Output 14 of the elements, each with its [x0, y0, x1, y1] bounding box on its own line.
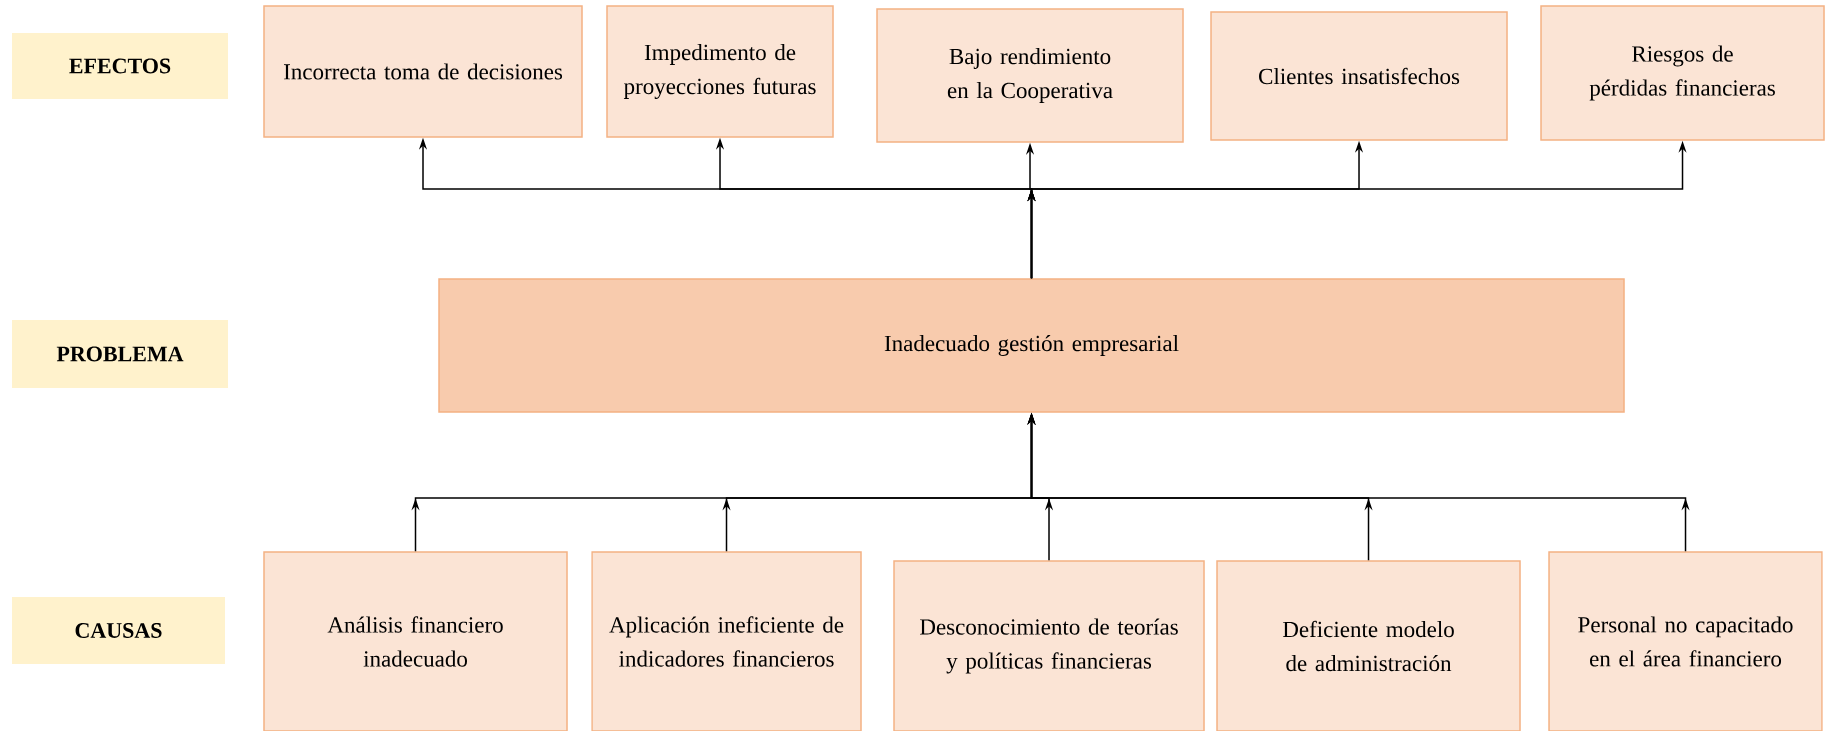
level-label: CAUSAS — [12, 597, 225, 664]
cause-box: Personal no capacitado en el área financiero — [1548, 551, 1823, 731]
cause-box: Desconocimiento de teorías y políticas financieras — [893, 560, 1205, 731]
level-label: EFECTOS — [12, 33, 228, 99]
cause-box: Aplicación ineficiente de indicadores financieros — [591, 551, 862, 731]
effect-box: Riesgos de pérdidas financieras — [1540, 5, 1825, 141]
effect-box: Bajo rendimiento en la Cooperativa — [876, 8, 1184, 143]
effect-box: Impedimento de proyecciones futuras — [606, 5, 834, 138]
cause-box: Deficiente modelo de administración — [1216, 560, 1521, 731]
level-label: PROBLEMA — [12, 320, 228, 388]
effect-box: Incorrecta toma de decisiones — [263, 5, 583, 138]
cause-box: Análisis financiero inadecuado — [263, 551, 568, 731]
effect-box: Clientes insatisfechos — [1210, 11, 1508, 141]
problem-box: Inadecuado gestión empresarial — [438, 278, 1625, 413]
